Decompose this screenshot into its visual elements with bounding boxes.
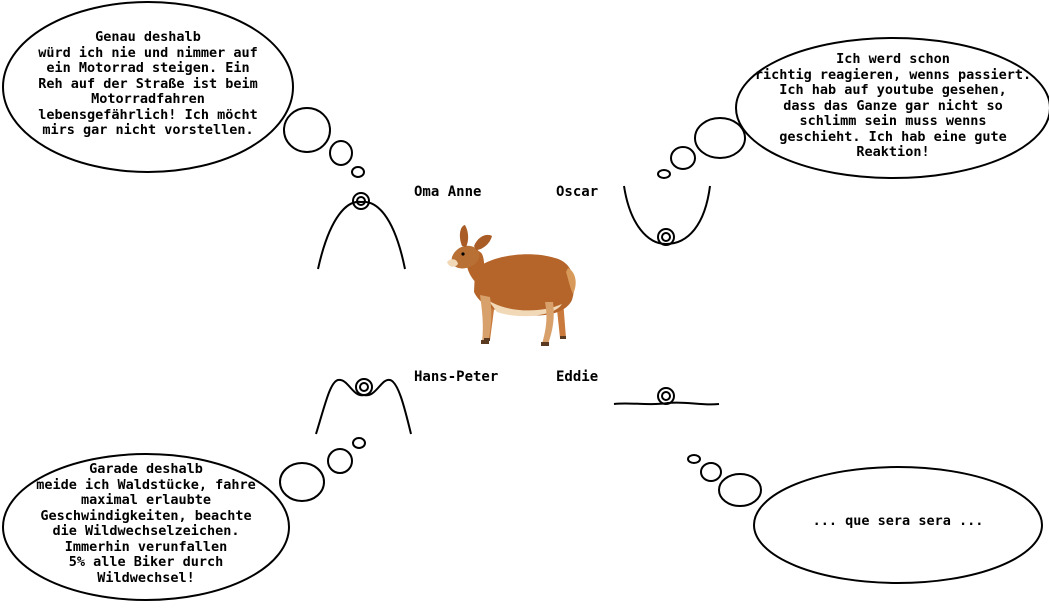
thought-dot-large — [694, 117, 746, 159]
label-oscar: Oscar — [556, 184, 599, 200]
curve-double-hill-hans-peter — [315, 378, 412, 435]
label-oma-anne: Oma Anne — [414, 184, 482, 200]
curve-valley-oscar — [623, 185, 711, 246]
thought-dot-small — [687, 454, 701, 464]
thought-bubble-oma-anne — [2, 1, 294, 173]
thought-bubble-oscar — [735, 37, 1049, 179]
thought-dot-large — [283, 107, 331, 153]
thought-bubble-eddie — [753, 466, 1043, 584]
thought-dot-small — [352, 437, 366, 449]
label-eddie: Eddie — [556, 369, 599, 385]
thought-text-oma-anne: Genau deshalb würd ich nie und nimmer au… — [38, 29, 258, 138]
ball-icon — [352, 192, 370, 210]
thought-dot-small — [657, 169, 671, 179]
thought-dot-small — [351, 166, 365, 178]
thought-dot-large — [718, 473, 762, 507]
label-hans-peter: Hans-Peter — [414, 369, 499, 385]
thought-dot-medium — [327, 448, 353, 474]
ball-icon — [355, 378, 373, 396]
thought-dot-large — [279, 462, 325, 502]
curve-hill-oma-anne — [317, 200, 406, 270]
thought-text-eddie: ... que sera sera ... — [812, 513, 984, 529]
thought-dot-medium — [670, 146, 696, 170]
thought-text-hans-peter: Garade deshalb meide ich Waldstücke, fah… — [36, 461, 256, 586]
thought-bubble-hans-peter — [2, 453, 290, 601]
thought-dot-medium — [700, 462, 722, 482]
thought-text-oscar: Ich werd schon richtig reagieren, wenns … — [754, 51, 1032, 160]
ball-icon — [657, 387, 675, 405]
thought-dot-medium — [329, 140, 353, 166]
deer-icon — [447, 225, 576, 346]
ball-icon — [657, 228, 675, 246]
